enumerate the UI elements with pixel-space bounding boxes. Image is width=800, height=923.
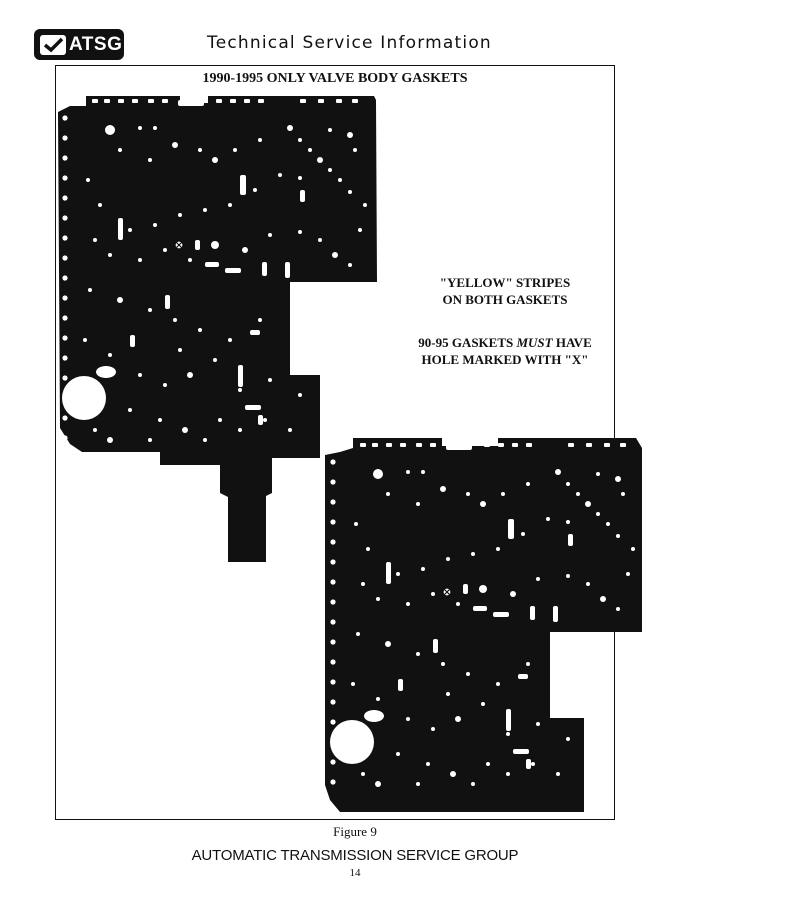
note-2-line-1-b: HAVE (552, 335, 592, 350)
note-2-line-1: 90-95 GASKETS MUST HAVE (380, 334, 630, 351)
figure-title: 1990-1995 ONLY VALVE BODY GASKETS (202, 71, 468, 86)
checkmark-icon (40, 34, 66, 55)
figure-caption: Figure 9 (333, 824, 377, 839)
page-number: 14 (349, 867, 361, 879)
note-2-emphasis: MUST (516, 335, 553, 350)
note-1-line-2: ON BOTH GASKETS (442, 292, 568, 307)
upper-gasket (58, 96, 377, 562)
atsg-logo: ATSG (34, 29, 124, 60)
note-1-line-1: "YELLOW" STRIPES (439, 275, 571, 290)
footer-organization: AUTOMATIC TRANSMISSION SERVICE GROUP (191, 847, 519, 864)
note-2-line-2: HOLE MARKED WITH "X" (421, 352, 589, 367)
note-2-line-1-a: 90-95 GASKETS (418, 335, 517, 350)
logo-text: ATSG (69, 33, 123, 55)
page-header-title: Technical Service Information (207, 33, 492, 53)
yellow-stripes-note: "YELLOW" STRIPES ON BOTH GASKETS (400, 274, 610, 308)
lower-gasket (325, 438, 642, 812)
x-hole-note: 90-95 GASKETS MUST HAVE HOLE MARKED WITH… (380, 334, 630, 368)
